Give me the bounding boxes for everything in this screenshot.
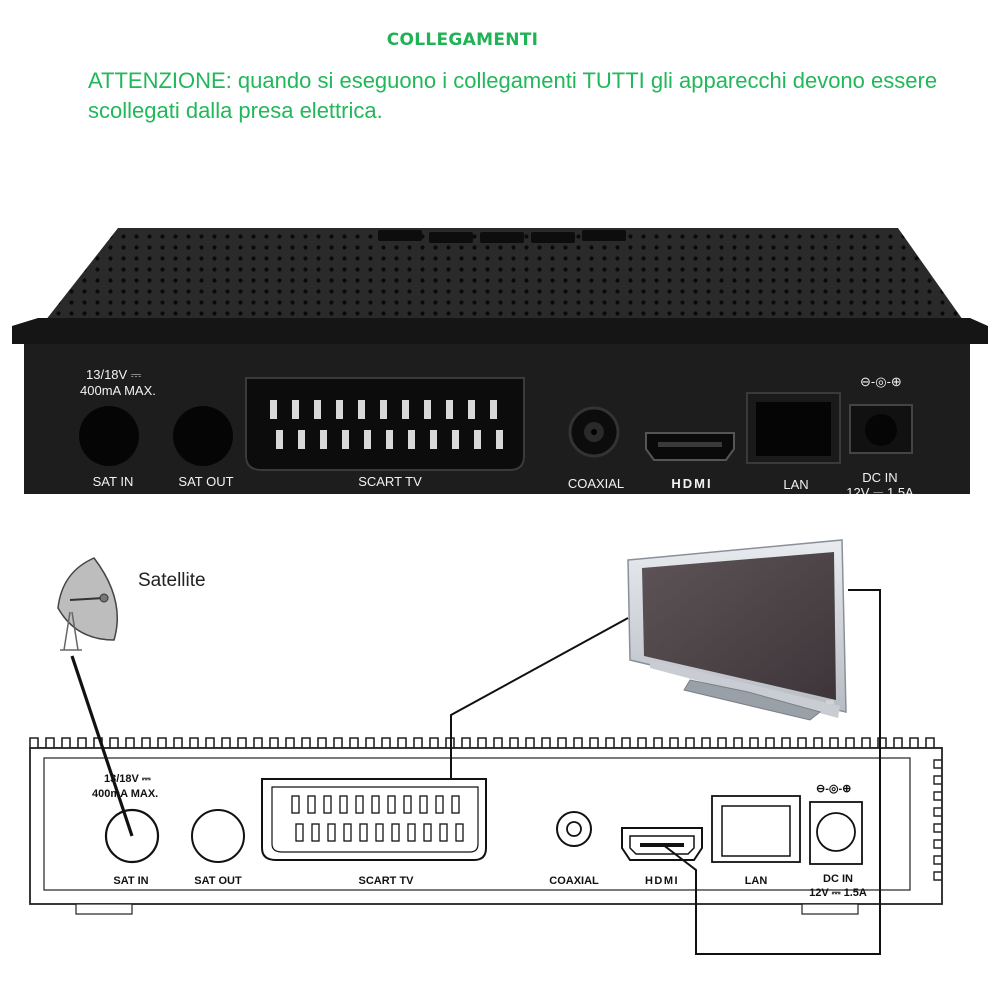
diagram-label-coaxial: COAXIAL <box>549 875 599 887</box>
photo-label-scart: SCART TV <box>358 474 422 489</box>
scart-pin <box>423 823 432 842</box>
scart-pin <box>452 430 459 449</box>
scart-pin <box>336 400 343 419</box>
scart-pin <box>320 430 327 449</box>
cable-scart-to-tv <box>450 617 629 779</box>
photo-scart-port <box>245 377 525 471</box>
photo-lan-port <box>746 392 841 464</box>
scart-pin <box>391 823 400 842</box>
diagram-label-sat-out: SAT OUT <box>194 875 242 887</box>
page-title: COLLEGAMENTI <box>386 30 539 50</box>
scart-pin <box>387 795 396 814</box>
warning-text: ATTENZIONE: quando si eseguono i collega… <box>88 68 938 123</box>
diagram-lan-port <box>711 795 801 863</box>
scart-pin <box>339 795 348 814</box>
photo-label-dc-in: DC IN <box>862 470 897 485</box>
diagram-label-sat-in: SAT IN <box>113 875 148 887</box>
photo-polarity-symbol: ⊖-◎-⊕ <box>860 374 902 389</box>
scart-pin <box>455 823 464 842</box>
scart-pin <box>435 795 444 814</box>
photo-label-hdmi: HDMI <box>671 476 712 491</box>
diagram-power-spec: 13/18V ⎓ <box>104 773 151 785</box>
diagram-label-dc-in: DC IN <box>823 873 853 885</box>
diagram-polarity-symbol: ⊖-◎-⊕ <box>816 783 851 795</box>
scart-pin <box>474 430 481 449</box>
diagram-dc-spec: 12V ⎓ 1.5A <box>809 887 867 899</box>
scart-pin <box>446 400 453 419</box>
cable-satellite-to-sat-in <box>70 655 134 837</box>
photo-sat-in-port <box>79 406 139 466</box>
diagram-label-hdmi: HDMI <box>645 875 679 887</box>
scart-pin <box>424 400 431 419</box>
diagram-sat-out-port <box>191 809 245 863</box>
photo-power-spec: 13/18V ⎓ <box>86 367 141 382</box>
scart-pin <box>355 795 364 814</box>
scart-pin <box>380 400 387 419</box>
receiver-photo: 13/18V ⎓ 400mA MAX. <box>12 228 988 500</box>
scart-pin <box>276 430 283 449</box>
photo-sat-out-port <box>173 406 233 466</box>
diagram-scart-port <box>261 778 487 861</box>
photo-coaxial-port <box>568 406 620 458</box>
scart-pin <box>496 430 503 449</box>
scart-pin <box>371 795 380 814</box>
scart-pin <box>307 795 316 814</box>
photo-label-coaxial: COAXIAL <box>568 476 624 491</box>
diagram-dc-port <box>809 801 863 865</box>
photo-hdmi-port <box>645 432 735 461</box>
satellite-label: Satellite <box>138 570 206 591</box>
scart-pin <box>291 795 300 814</box>
diagram-label-scart: SCART TV <box>359 875 415 887</box>
photo-dc-port <box>849 404 913 454</box>
photo-current-spec: 400mA MAX. <box>80 383 156 398</box>
scart-pin <box>407 823 416 842</box>
scart-pin <box>375 823 384 842</box>
scart-pin <box>403 795 412 814</box>
satellite-dish-icon <box>57 557 118 651</box>
scart-pin <box>327 823 336 842</box>
scart-pin <box>408 430 415 449</box>
scart-pin <box>311 823 320 842</box>
photo-label-sat-in: SAT IN <box>93 474 134 489</box>
scart-pin <box>314 400 321 419</box>
scart-pin <box>439 823 448 842</box>
photo-label-sat-out: SAT OUT <box>178 474 233 489</box>
scart-pin <box>419 795 428 814</box>
scart-pin <box>270 400 277 419</box>
scart-pin <box>364 430 371 449</box>
connection-cables <box>70 589 881 955</box>
diagram-label-lan: LAN <box>745 875 768 887</box>
receiver-top-vent <box>38 228 970 330</box>
photo-label-lan: LAN <box>783 477 808 492</box>
scart-pin <box>451 795 460 814</box>
scart-pin <box>386 430 393 449</box>
scart-pin <box>298 430 305 449</box>
scart-pin <box>342 430 349 449</box>
scart-pin <box>343 823 352 842</box>
scart-pin <box>468 400 475 419</box>
scart-pin <box>359 823 368 842</box>
diagram-coaxial-port <box>556 811 592 847</box>
diagram-current-spec: 400mA MAX. <box>92 788 158 800</box>
cable-hdmi-to-tv <box>661 589 881 955</box>
scart-pin <box>323 795 332 814</box>
scart-pin <box>358 400 365 419</box>
tv-icon <box>627 539 847 721</box>
scart-pin <box>490 400 497 419</box>
scart-pin <box>402 400 409 419</box>
scart-pin <box>430 430 437 449</box>
scart-pin <box>295 823 304 842</box>
scart-pin <box>292 400 299 419</box>
top-buttons <box>378 230 626 243</box>
